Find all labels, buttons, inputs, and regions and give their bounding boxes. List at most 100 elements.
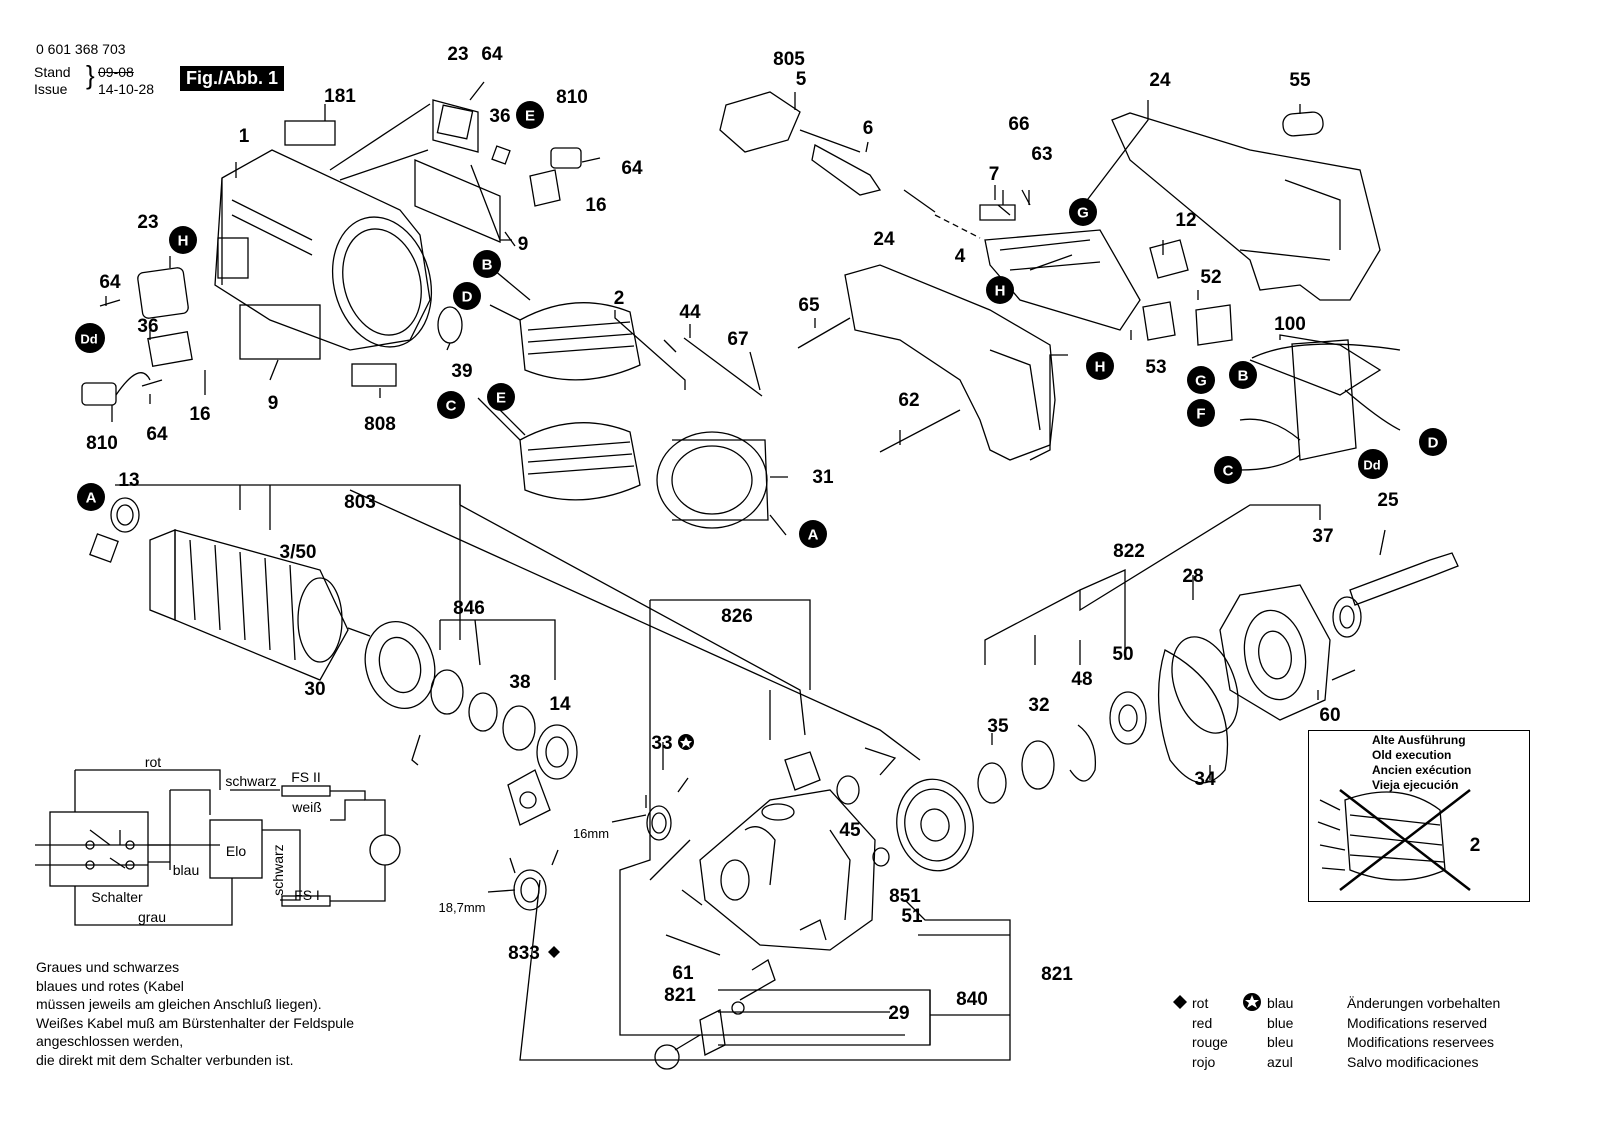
callout-64-right: 64 bbox=[621, 158, 643, 179]
marker-H3: H bbox=[1095, 359, 1106, 376]
screw-62 bbox=[879, 409, 961, 453]
label-plate-9-top bbox=[414, 159, 501, 243]
bearing-851 bbox=[872, 847, 890, 867]
wiring-note: Graues und schwarzes blaues und rotes (K… bbox=[36, 959, 354, 1068]
label-plate-9-bottom bbox=[239, 304, 321, 360]
callout-25: 25 bbox=[1377, 490, 1399, 511]
marker-H1: H bbox=[178, 233, 189, 250]
old-execution-box bbox=[1308, 730, 1530, 902]
marker-circle-E2 bbox=[487, 383, 515, 411]
plug-805 bbox=[719, 91, 801, 153]
bearing-13 bbox=[110, 497, 140, 533]
bearing-35 bbox=[977, 762, 1007, 804]
marker-F1: F bbox=[1196, 406, 1205, 423]
callout-821-left: 821 bbox=[664, 985, 696, 1006]
diamond-icon-833 bbox=[548, 946, 560, 958]
marker-circle-Dd1 bbox=[75, 323, 105, 353]
marker-circle-C2 bbox=[1214, 456, 1242, 484]
marker-E1: E bbox=[525, 108, 535, 125]
handle-24-lower bbox=[844, 264, 1056, 461]
old-execution-label: Alte Ausführung Old execution Ancien exé… bbox=[1372, 733, 1471, 793]
capacitor-12 bbox=[1149, 239, 1189, 279]
callout-52: 52 bbox=[1200, 267, 1221, 288]
callout-13: 13 bbox=[118, 470, 139, 491]
callout-803: 803 bbox=[344, 492, 376, 513]
callout-4: 4 bbox=[955, 246, 966, 267]
wire-label-fs2: FS II bbox=[291, 769, 321, 785]
marker-G1: G bbox=[1077, 205, 1089, 222]
callout-28: 28 bbox=[1182, 566, 1203, 587]
part-number: 0 601 368 703 bbox=[36, 41, 126, 57]
callout-65: 65 bbox=[798, 295, 820, 316]
o-ring-28 bbox=[1171, 636, 1239, 734]
marker-B1: B bbox=[482, 257, 493, 274]
callout-23-top: 23 bbox=[447, 44, 468, 65]
callout-50: 50 bbox=[1112, 644, 1133, 665]
callout-6: 6 bbox=[863, 118, 874, 139]
brush-810-left bbox=[81, 382, 117, 406]
marker-circle-C1 bbox=[437, 391, 465, 419]
callout-16-left: 16 bbox=[189, 404, 210, 425]
marker-C2: C bbox=[1223, 463, 1234, 480]
callout-29: 29 bbox=[888, 1003, 909, 1024]
callout-181: 181 bbox=[324, 86, 356, 107]
marker-Dd2: Dd bbox=[1363, 458, 1380, 473]
callout-62: 62 bbox=[898, 390, 919, 411]
marker-circle-H1 bbox=[169, 226, 197, 254]
callout-7: 7 bbox=[989, 164, 1000, 185]
callout-810-left: 810 bbox=[86, 433, 118, 454]
callout-9-top: 9 bbox=[518, 234, 529, 255]
callout-51: 51 bbox=[901, 906, 923, 927]
clamp-7 bbox=[979, 204, 1016, 221]
callout-64-left: 64 bbox=[99, 272, 121, 293]
marker-circle-H3 bbox=[1086, 352, 1114, 380]
holder-16-left bbox=[147, 330, 193, 368]
wire-label-rot: rot bbox=[145, 754, 161, 770]
callout-45: 45 bbox=[839, 820, 861, 841]
marker-circle-F1 bbox=[1187, 399, 1215, 427]
bearing-45 bbox=[836, 775, 860, 805]
dimension-16mm: 16mm bbox=[573, 826, 609, 841]
legend-mods-fr: Modifications reservees bbox=[1347, 1034, 1495, 1050]
stand-label: Stand bbox=[34, 64, 71, 80]
marker-circle-B1 bbox=[473, 250, 501, 278]
callout-64-bottom: 64 bbox=[146, 424, 168, 445]
callout-61: 61 bbox=[672, 963, 694, 984]
callout-822: 822 bbox=[1113, 541, 1145, 562]
sleeve-29 bbox=[699, 1009, 726, 1056]
wire-label-elo: Elo bbox=[226, 843, 246, 859]
key-part bbox=[864, 747, 897, 776]
gear-wheel bbox=[896, 778, 974, 872]
filter-100 bbox=[1291, 339, 1357, 461]
old-execution-de: Alte Ausführung bbox=[1372, 733, 1466, 747]
callout-5: 5 bbox=[796, 69, 807, 90]
spindle-25 bbox=[1349, 552, 1459, 606]
callout-14: 14 bbox=[549, 694, 571, 715]
cable-clamp bbox=[903, 189, 936, 213]
callout-100: 100 bbox=[1274, 314, 1306, 335]
stand-value: 09-08 bbox=[98, 64, 134, 80]
callout-36-left: 36 bbox=[137, 316, 158, 337]
spring-36-top bbox=[491, 145, 511, 165]
needle-38 bbox=[502, 705, 536, 751]
marker-D2: D bbox=[1428, 435, 1439, 452]
legend-modifications: Änderungen vorbehalten Modifications res… bbox=[1347, 994, 1500, 1072]
callout-840: 840 bbox=[956, 989, 988, 1010]
marker-circle-A2 bbox=[799, 520, 827, 548]
switch-4 bbox=[984, 229, 1141, 331]
callout-833: 833 bbox=[508, 943, 540, 964]
marker-C1: C bbox=[446, 398, 457, 415]
marker-E2: E bbox=[496, 390, 506, 407]
grease-13 bbox=[89, 533, 119, 563]
callout-3-50: 3/50 bbox=[280, 542, 317, 563]
pins bbox=[551, 777, 689, 866]
marker-circle-Dd2 bbox=[1358, 449, 1388, 479]
legend-mods-en: Modifications reserved bbox=[1347, 1014, 1488, 1031]
callout-55: 55 bbox=[1289, 70, 1311, 91]
callout-44: 44 bbox=[679, 302, 701, 323]
cover-55 bbox=[1282, 111, 1324, 137]
bearing-flange bbox=[1219, 584, 1331, 721]
bearing-833 bbox=[513, 869, 547, 911]
cord-sleeve-6 bbox=[811, 144, 882, 196]
